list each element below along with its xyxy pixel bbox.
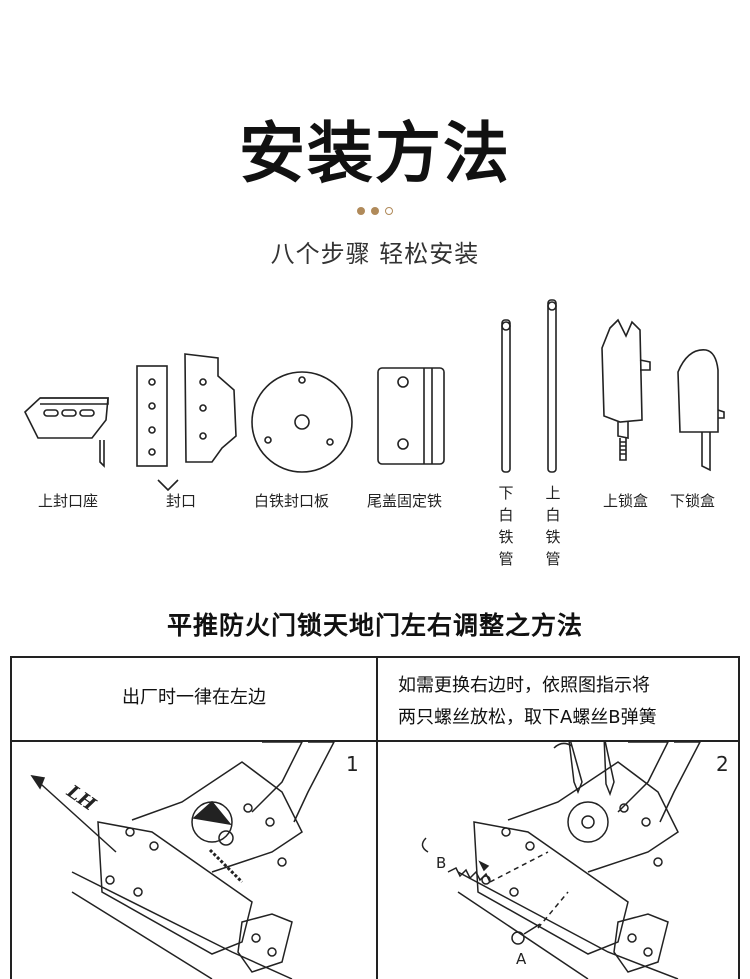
part-label-tin-seal-plate: 白铁封口板	[254, 492, 330, 510]
table-header-row	[12, 658, 738, 742]
upper-lock-box-image	[601, 318, 651, 461]
tin-seal-plate-image	[251, 371, 353, 473]
part-label-upper-lock-box: 上锁盒	[603, 492, 649, 510]
top-seal-seat-image	[24, 397, 109, 468]
step-1-diagram: LH	[30, 742, 335, 979]
dot-icon	[357, 206, 365, 215]
part-label-lower-lock-box: 下锁盒	[670, 492, 716, 510]
adjustment-table: 出厂时一律在左边 如需更换右边时，依照图指示将 两只螺丝放松，取下A螺丝B弹簧 …	[10, 656, 740, 979]
step-2-diagram: B A	[421, 742, 701, 979]
lh-label: LH	[62, 781, 100, 816]
parts-list: 上封口座 封口 白铁封口板 尾盖固定铁 下白铁管 上白铁管 上锁盒 下锁盒	[0, 290, 750, 590]
adjustment-section-title: 平推防火门锁天地门左右调整之方法	[166, 611, 583, 640]
part-label-tail-cover-bracket: 尾盖固定铁	[367, 492, 443, 510]
step-number-1: 1	[346, 752, 359, 776]
dot-icon	[385, 206, 393, 215]
page-title: 安装方法	[239, 115, 511, 192]
lower-lock-box-image	[677, 349, 725, 472]
label-b: B	[436, 854, 446, 872]
page-subtitle: 八个步骤 轻松安装	[270, 240, 480, 268]
parts-illustrations	[24, 299, 725, 492]
right-header-text: 如需更换右边时，依照图指示将 两只螺丝放松，取下A螺丝B弹簧	[398, 670, 728, 734]
part-label-upper-tin-tube: 上白铁管	[545, 484, 561, 568]
seal-image	[136, 353, 237, 492]
right-header-line-1: 如需更换右边时，依照图指示将	[398, 675, 650, 696]
left-header-text: 出厂时一律在左边	[122, 687, 266, 708]
column-divider	[376, 658, 378, 979]
tail-cover-bracket-image	[377, 367, 445, 465]
label-a: A	[516, 950, 527, 968]
part-label-seal: 封口	[166, 492, 197, 510]
upper-tin-tube-image	[547, 299, 557, 473]
step-number-2: 2	[716, 752, 729, 776]
lower-tin-tube-image	[501, 319, 511, 473]
part-label-lower-tin-tube: 下白铁管	[498, 484, 514, 568]
dot-icon	[371, 206, 379, 215]
decorative-dots	[0, 200, 750, 215]
part-label-top-seal-seat: 上封口座	[38, 492, 99, 510]
right-header-line-2: 两只螺丝放松，取下A螺丝B弹簧	[398, 707, 657, 728]
